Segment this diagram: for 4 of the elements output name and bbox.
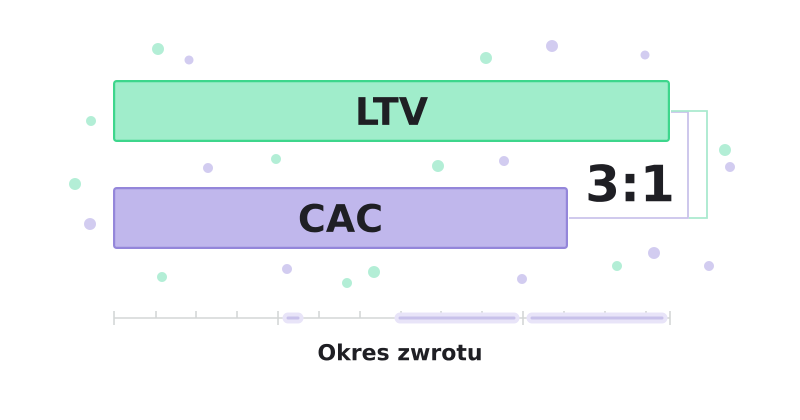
bar: LTV <box>113 80 670 142</box>
bar: CAC <box>113 187 568 249</box>
ratio-label: 3:1 <box>588 164 672 202</box>
axis-label: Okres zwrotu <box>318 343 481 360</box>
